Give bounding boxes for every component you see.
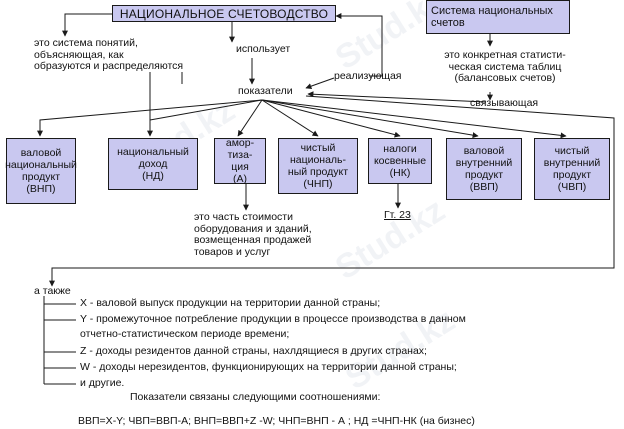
linking-label: связывающая bbox=[470, 97, 539, 109]
indicator-ni-box: национальный доход (НД) bbox=[108, 138, 198, 190]
indicator-nnp-box: чистый националь- ный продукт (ЧНП) bbox=[278, 138, 358, 194]
indicator-gdp-box: валовой внутренний продукт (ВВП) bbox=[446, 138, 522, 200]
note-item: отчетно-статистическом периоде времени; bbox=[80, 328, 290, 340]
formula-line: ВВП=Х-Y; ЧВП=ВВП-А; ВНП=ВВП+Z -W; ЧНП=ВН… bbox=[78, 415, 475, 427]
note-item: Y - промежуточное потребление продукции … bbox=[80, 313, 466, 325]
also-label: а также bbox=[34, 285, 71, 297]
main-title-box: НАЦИОНАЛЬНОЕ СЧЕТОВОДСТВО bbox=[112, 5, 336, 22]
indicator-indirect-taxes-box: налоги косвенные (НК) bbox=[368, 138, 432, 184]
definition-text: это система понятий, объясняющая, как об… bbox=[34, 37, 184, 72]
depreciation-note: это часть стоимости оборудования и здани… bbox=[194, 211, 312, 258]
indicators-label: показатели bbox=[238, 85, 293, 97]
note-item: и другие. bbox=[80, 377, 125, 389]
note-item: X - валовой выпуск продукции на территор… bbox=[80, 297, 381, 309]
indicator-depreciation-box: амор- тиза- ция (А) bbox=[214, 137, 266, 185]
relations-caption: Показатели связаны следующими соотношени… bbox=[130, 391, 381, 403]
uses-label: использует bbox=[236, 43, 291, 55]
realizing-label: реализующая bbox=[334, 70, 402, 82]
note-item: W - доходы нерезидентов, функционирующих… bbox=[80, 361, 457, 373]
page-reference-link[interactable]: Гт. 23 bbox=[384, 209, 411, 221]
indicator-gnp-box: валовой национальный продукт (ВНП) bbox=[5, 138, 77, 204]
sns-definition-text: это конкретная статисти- ческая система … bbox=[444, 49, 566, 84]
indicator-ndp-box: чистый внутренний продукт (ЧВП) bbox=[534, 138, 610, 200]
note-item: Z - доходы резидентов данной страны, нах… bbox=[80, 345, 427, 357]
sns-title-box: Система национальных счетов bbox=[426, 0, 570, 34]
